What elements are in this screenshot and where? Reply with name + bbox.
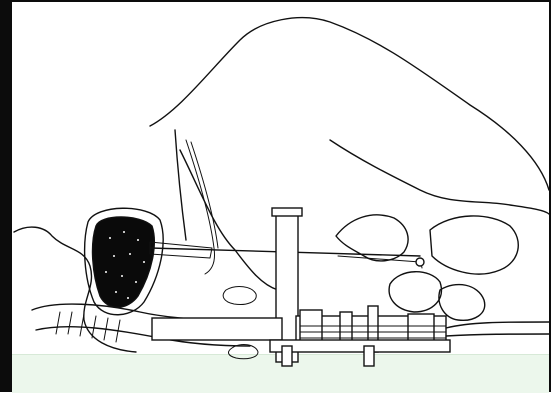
leg-outline [330, 140, 549, 214]
syringe [338, 256, 422, 268]
right-lobe [389, 272, 441, 312]
right-organ [430, 216, 518, 274]
rail-leg-left [282, 346, 292, 366]
hip-outline [175, 130, 186, 240]
thigh-outline [180, 150, 278, 290]
probe-cable-2 [446, 334, 549, 336]
stepper-rail [270, 340, 450, 352]
bladder-mass [93, 217, 155, 307]
syringe-tip [416, 258, 424, 266]
catheter-line-2 [191, 142, 218, 248]
template-cap [272, 208, 302, 216]
lower-right-lobe [439, 285, 485, 321]
probe-cable [446, 322, 549, 328]
textured-area [223, 287, 256, 305]
body-outline [150, 18, 549, 190]
probe-rod [152, 318, 282, 340]
rail-leg-right [364, 346, 374, 366]
